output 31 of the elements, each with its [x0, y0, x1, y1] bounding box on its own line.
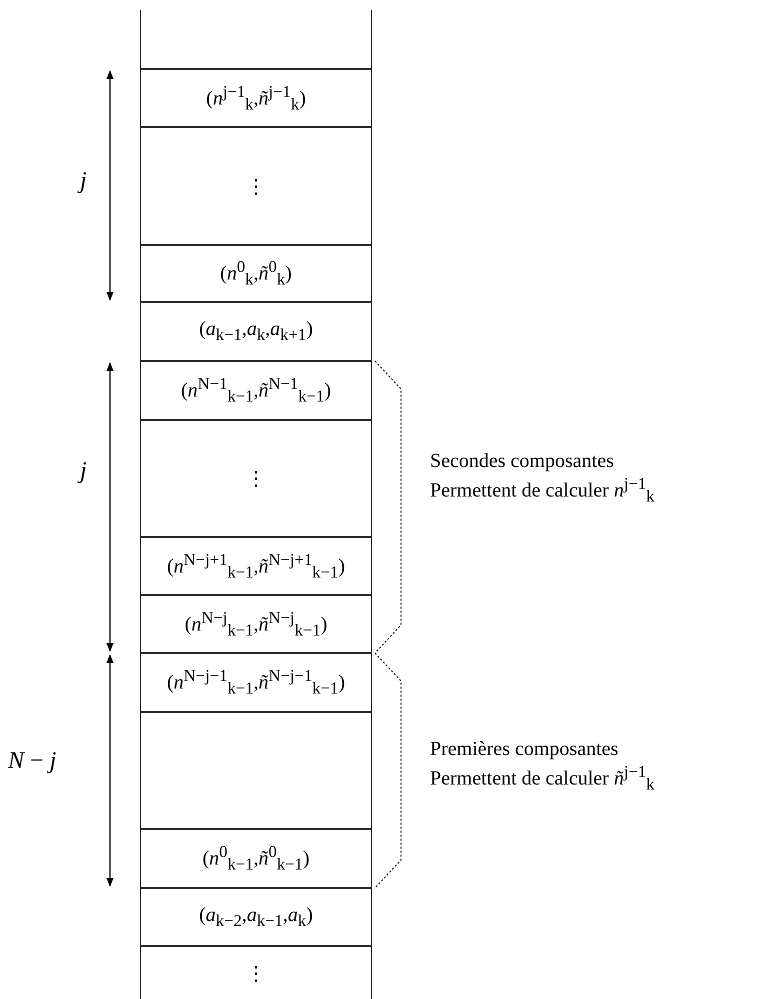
cell-text: ⋮	[246, 174, 266, 198]
stack-cell	[140, 361, 372, 420]
cell-text: ⋮	[246, 467, 266, 491]
cell-text: (n$^{N−j+1}$$_{k−1}$,ñ$^{N−j+1}$$_{k−1}$)	[166, 550, 346, 582]
stack-cell	[140, 69, 372, 127]
stack-cell	[140, 653, 372, 712]
cell-text: (a$_{k−1}$,a$_{k}$,a$_{k+1}$)	[199, 318, 313, 345]
dimension-label: N − j	[8, 748, 56, 775]
cell-text: (a$_{k−2}$,a$_{k−1}$,a$_{k}$)	[199, 904, 313, 930]
cell-text: (n$^{N−j}$$_{k−1}$,ñ$^{N−j}$$_{k−1}$)	[184, 608, 328, 640]
cell-text: ⋮	[246, 962, 266, 986]
stack-cell	[140, 302, 372, 361]
cell-text: (n$^{N−j−1}$$_{k−1}$,ñ$^{N−j−1}$$_{k−1}$)	[166, 666, 346, 699]
note-text: Premières composantes	[430, 738, 618, 761]
stack-cell	[140, 127, 372, 245]
dimension-label: j	[80, 458, 87, 485]
stack-cell	[140, 712, 372, 829]
stack-cell	[140, 888, 372, 946]
cell-text: (n$^{0}$$_{k−1}$,ñ$^{0}$$_{k−1}$)	[202, 842, 310, 875]
cell-text: (n$^{j−1}$$_{k}$,ñ$^{j−1}$$_{k}$)	[206, 82, 306, 114]
dimension-label: j	[80, 168, 87, 195]
stack-cell	[140, 537, 372, 595]
stack-cell	[140, 245, 372, 302]
stack-cell	[140, 829, 372, 888]
stack-cell	[140, 10, 372, 69]
stack-cell	[140, 946, 372, 999]
cell-text: (n$^{N−1}$$_{k−1}$,ñ$^{N−1}$$_{k−1}$)	[181, 374, 331, 407]
note-text: Secondes composantes	[430, 450, 614, 473]
cell-text: (n$^{0}$$_{k}$,ñ$^{0}$$_{k}$)	[220, 257, 292, 290]
stack-cell	[140, 420, 372, 537]
stack-cell	[140, 595, 372, 653]
